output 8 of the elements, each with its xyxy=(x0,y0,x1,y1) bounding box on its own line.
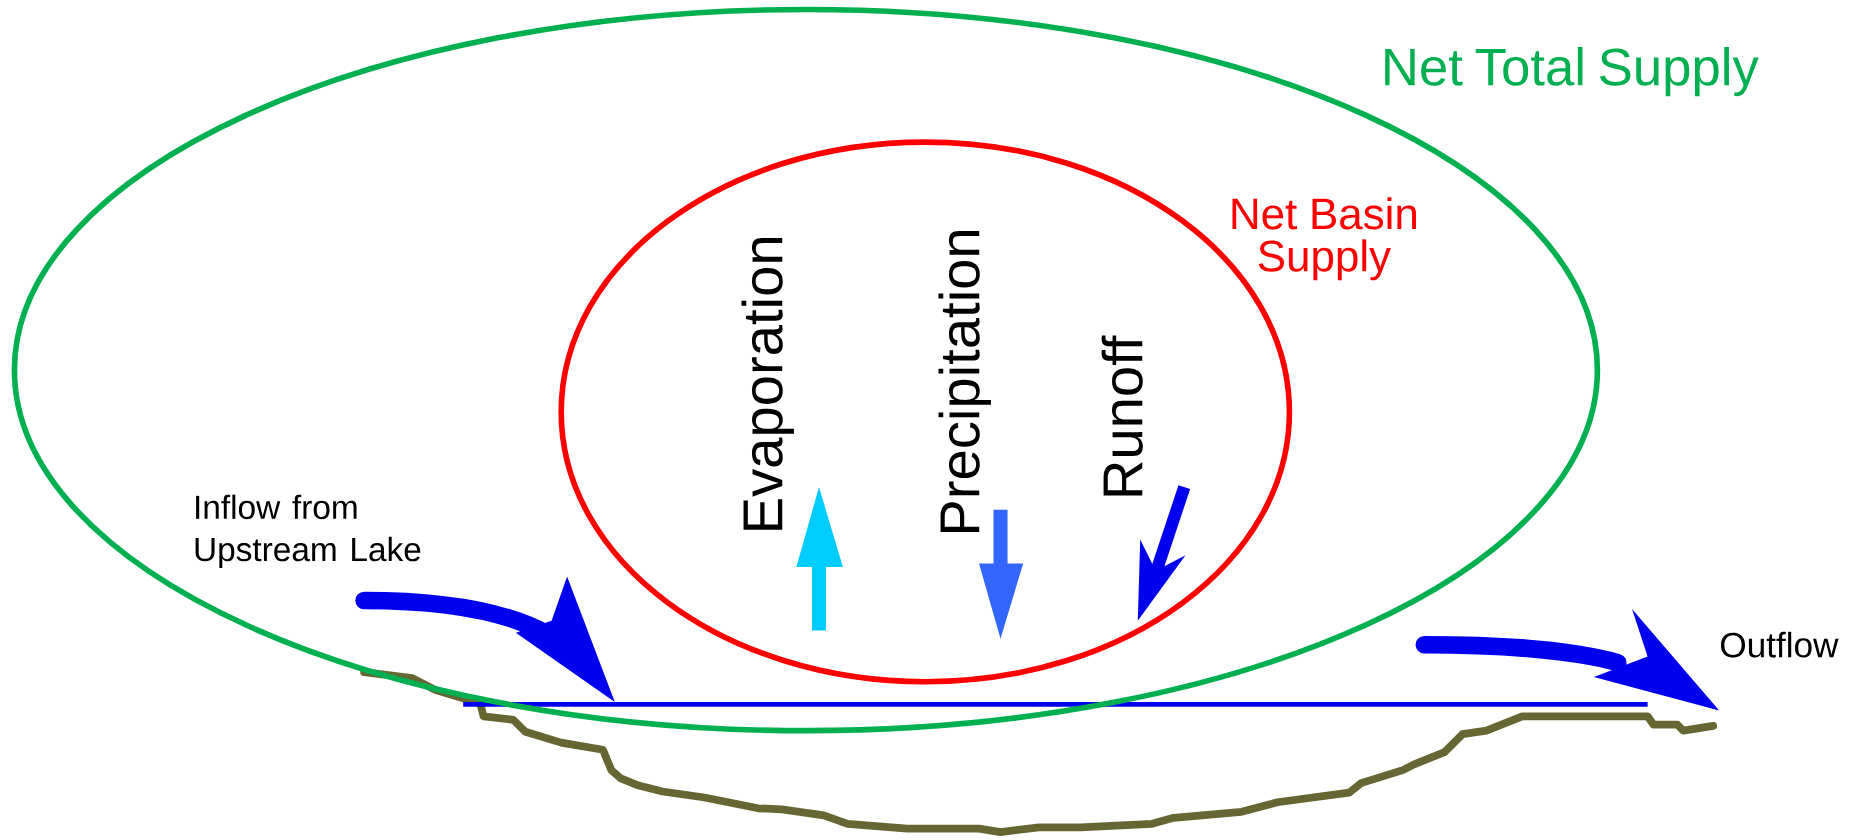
label: Inflow from Upstream Lake xyxy=(195,494,421,568)
ellipse-label: Net Basin Supply xyxy=(1232,197,1416,281)
label: Precipitation xyxy=(938,230,991,533)
label: Runoff xyxy=(1101,335,1143,496)
ellipse xyxy=(11,6,1601,734)
label: Outflow xyxy=(1721,631,1839,658)
label: Evaporation xyxy=(741,238,794,530)
ellipse-label: Net Total Supply xyxy=(1385,47,1759,97)
